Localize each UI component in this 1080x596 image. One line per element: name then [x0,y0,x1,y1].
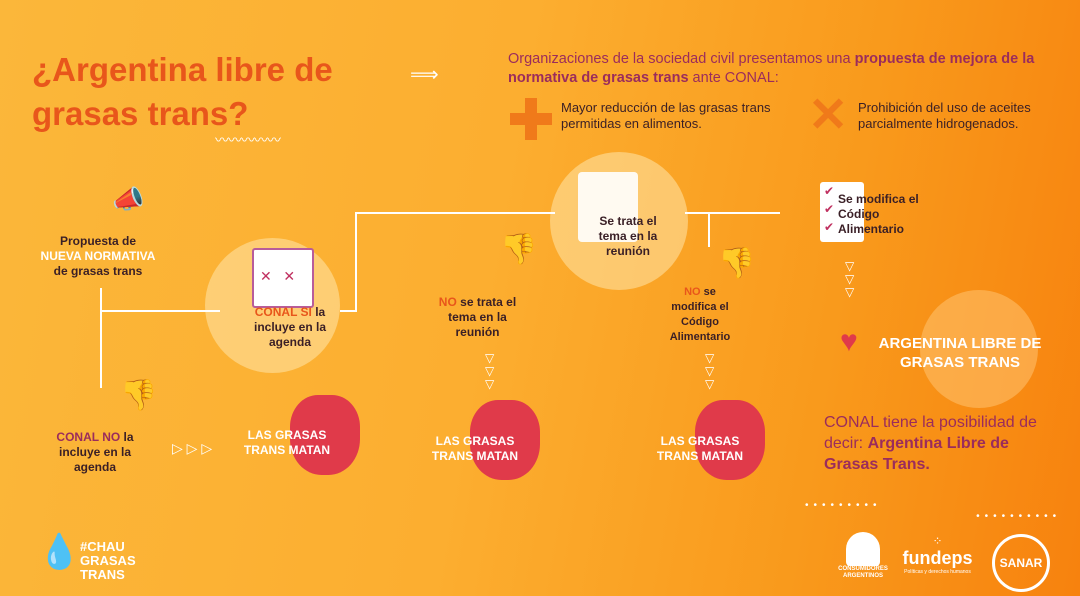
heart-illustration [470,400,540,480]
se-modifica-label: Se modifica el Código Alimentario [838,192,919,236]
checklist-icon: ✔✔✔ [820,182,864,242]
connector [355,212,357,312]
megaphone-person-icon: 📣 [112,184,145,214]
drop-logo-icon: 💧 [38,533,81,571]
x-icon: ✕ [808,89,849,142]
se-trata-label: Se trata el tema en la reunión [598,214,658,258]
connector [708,212,710,247]
wave-decoration: 〰〰〰〰〰 [215,132,281,148]
thumbs-down-icon: 👎 [500,233,538,266]
thumbs-down-icon: 👎 [718,247,756,280]
calendar-icon: ✕ ✕ [252,248,314,308]
arrow-icon: ⟹ [410,64,439,86]
dots-decoration: ••••••••• •••••••••• [805,500,1062,522]
heart-illustration [695,400,765,480]
fundeps-logo: ⁘ fundeps Políticas y derechos humanos [900,534,975,575]
plus-icon [510,98,552,140]
matan-label: LAS GRASAS TRANS MATAN [431,434,519,463]
connector [340,310,355,312]
heart-illustration [290,395,360,475]
down-arrows-icon: ▽▽▽ [705,351,715,391]
connector [355,212,555,214]
proposal-text: Mayor reducción de las grasas trans perm… [561,100,771,131]
heart-plus-icon: ♥ [840,325,858,358]
connector [100,310,220,312]
document-icon [578,172,638,242]
consumidores-logo: CONSUMIDORES ARGENTINOS [833,532,893,580]
right-arrows-icon: ▷ ▷ ▷ [172,440,213,456]
down-arrows-icon: ▽▽▽ [485,351,495,391]
down-arrows-icon: ▽▽▽ [845,259,855,299]
no-se-trata-label: NO se trata el tema en la reunión [438,295,517,339]
proposal-text: Prohibición del uso de aceites parcialme… [858,100,1031,131]
page-title: ¿Argentina libre de grasas trans? [32,51,333,132]
circle-bg [920,290,1038,408]
connector [685,212,780,214]
dots-ring-icon: ⁘ [932,534,943,548]
thumbs-down-icon: 👎 [120,379,158,412]
conal-si-label: CONAL SI la incluye en la agenda [253,305,327,349]
matan-label: LAS GRASAS TRANS MATAN [243,428,331,457]
reader-icon [846,532,880,566]
matan-label: LAS GRASAS TRANS MATAN [656,434,744,463]
closing-text: CONAL tiene la posibilidad de decir: Arg… [824,414,1037,473]
conal-no-label: CONAL NO la incluye en la agenda [56,430,134,474]
sanar-logo: SANAR [992,534,1050,592]
intro-text: Organizaciones de la sociedad civil pres… [508,51,1035,86]
campaign-logo: #CHAU GRASAS TRANS [80,539,136,582]
no-se-modifica-label: NO se modifica el Código Alimentario [669,286,731,343]
result-label: ARGENTINA LIBRE DE GRASAS TRANS [878,335,1042,371]
connector [100,288,102,388]
